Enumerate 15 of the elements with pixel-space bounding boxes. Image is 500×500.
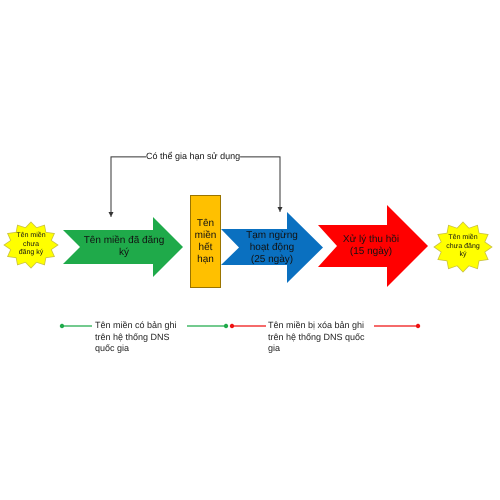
- chevron-step: [63, 217, 183, 277]
- connector-arrow: [108, 156, 146, 218]
- annotation-text: Có thể gia hạn sử dụng: [146, 151, 240, 163]
- starburst: [4, 222, 58, 268]
- starburst: [434, 222, 492, 272]
- stage-label: Tên miền hết hạn: [194, 218, 218, 266]
- chevron-step: [318, 205, 428, 287]
- stage-label: Tạm ngừng hoạt động (25 ngày): [245, 230, 299, 266]
- connector-arrow: [240, 156, 282, 212]
- status-box: [190, 195, 221, 288]
- chevron-step: [221, 212, 323, 283]
- range-label: Tên miền có bản ghi trên hệ thống DNS quốc gia: [95, 320, 178, 356]
- stage-label: Tên miền đã đăng ký: [82, 235, 166, 259]
- stage-label: Xử lý thu hồi (15 ngày): [342, 234, 400, 258]
- range-label: Tên miền bị xóa bản ghi trên hệ thống DNS quốc gia: [268, 320, 366, 356]
